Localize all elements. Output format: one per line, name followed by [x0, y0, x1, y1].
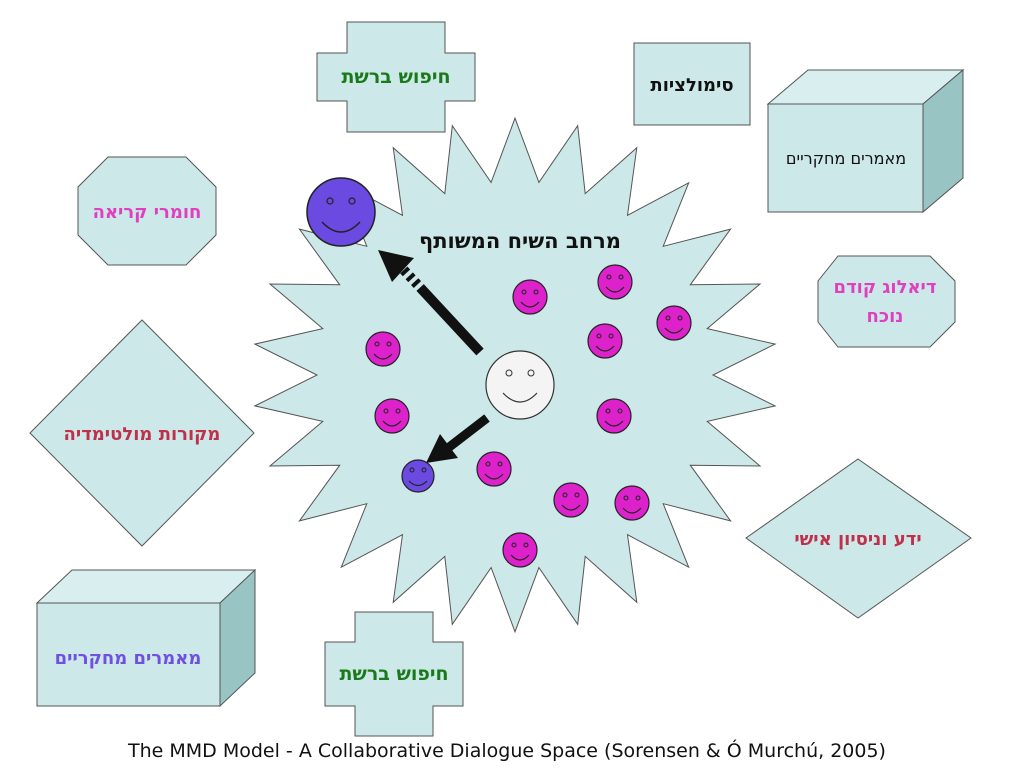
multimedia-label: מקורות מולטימדיה — [64, 424, 221, 445]
simulations-node: סימולציות — [633, 42, 751, 126]
arrow-to-large-participant — [378, 250, 484, 356]
peer-smiley — [502, 532, 538, 568]
participant-smiley-small — [401, 459, 435, 493]
peer-smiley — [596, 398, 632, 434]
prior-dialogue-label-2: נוכח — [867, 306, 904, 327]
articles-left-node: מאמרים מחקריים — [35, 568, 257, 708]
prior-dialogue-label-1: דיאלוג קודם — [834, 277, 937, 298]
knowledge-node: ידע וניסיון אישי — [745, 458, 972, 619]
search-web-top-label: חיפוש ברשת — [341, 66, 450, 88]
peer-smiley — [614, 485, 650, 521]
search-web-bottom-label: חיפוש ברשת — [339, 663, 448, 685]
peer-smiley — [374, 398, 410, 434]
peer-smiley — [512, 279, 548, 315]
reading-materials-label: חומרי קריאה — [93, 202, 202, 223]
articles-right-label: מאמרים מחקריים — [786, 149, 906, 168]
multimedia-node: מקורות מולטימדיה — [29, 319, 255, 547]
search-web-bottom-node: חיפוש ברשת — [324, 611, 464, 737]
prior-dialogue-node: דיאלוג קודם נוכח — [817, 255, 956, 348]
search-web-top-node: חיפוש ברשת — [316, 21, 476, 133]
peer-smiley — [587, 323, 623, 359]
peer-smiley — [476, 451, 512, 487]
peer-smiley — [597, 264, 633, 300]
figure-caption: The MMD Model - A Collaborative Dialogue… — [127, 738, 886, 762]
reading-materials-node: חומרי קריאה — [77, 156, 217, 266]
peer-smiley — [365, 331, 401, 367]
simulations-label: סימולציות — [650, 75, 733, 96]
arrow-to-small-participant — [426, 414, 490, 463]
articles-left-label: מאמרים מחקריים — [55, 648, 202, 669]
peer-smileys — [365, 264, 692, 568]
knowledge-label: ידע וניסיון אישי — [794, 529, 921, 550]
dialogue-space-label: מרחב השיח המשותף — [419, 229, 621, 253]
participant-smiley-large — [306, 177, 376, 247]
articles-right-node: מאמרים מחקריים — [766, 68, 965, 214]
central-learner-smiley — [485, 350, 555, 420]
peer-smiley — [656, 305, 692, 341]
peer-smiley — [553, 482, 589, 518]
